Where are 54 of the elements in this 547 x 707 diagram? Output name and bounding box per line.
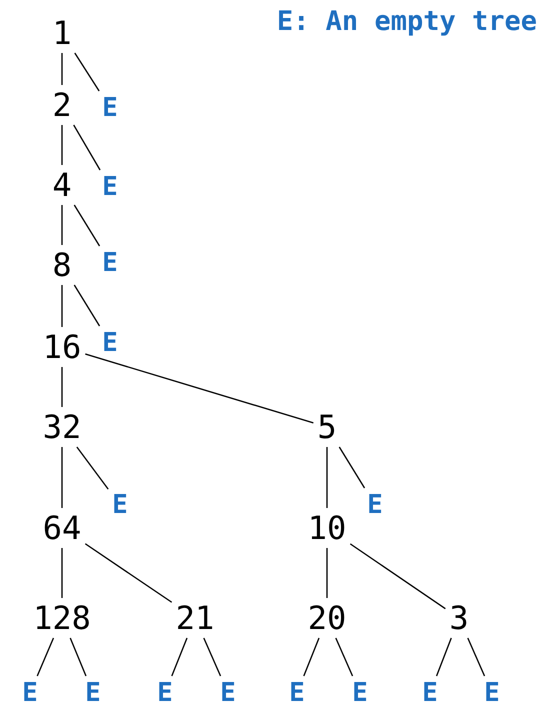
tree-node-value: 20 <box>308 602 346 634</box>
tree-branch <box>76 446 109 490</box>
empty-tree-marker: E <box>112 492 128 518</box>
tree-branch <box>326 447 328 508</box>
tree-branch <box>303 638 320 676</box>
tree-node-value: 5 <box>317 411 337 443</box>
tree-branch <box>74 284 100 326</box>
tree-branch <box>61 125 63 165</box>
empty-tree-marker: E <box>220 680 236 706</box>
tree-node-value: 64 <box>42 512 82 544</box>
tree-branch <box>326 548 328 598</box>
empty-tree-marker: E <box>367 492 383 518</box>
tree-branch <box>171 638 188 676</box>
tree-node-value: 21 <box>176 602 214 634</box>
tree-node-value: 2 <box>52 89 72 121</box>
empty-tree-marker: E <box>484 680 500 706</box>
empty-tree-marker: E <box>102 174 118 200</box>
legend-note: E: An empty tree <box>276 8 537 35</box>
empty-tree-marker: E <box>289 680 305 706</box>
tree-branch <box>335 638 354 676</box>
tree-branch <box>61 548 63 598</box>
tree-branch <box>74 204 100 246</box>
empty-tree-marker: E <box>22 680 38 706</box>
empty-tree-marker: E <box>422 680 438 706</box>
tree-branch <box>61 447 63 508</box>
tree-node-value: 3 <box>449 602 469 634</box>
tree-node-value: 16 <box>42 331 82 363</box>
tree-branch <box>203 638 222 676</box>
tree-branch <box>61 205 63 245</box>
tree-branch <box>73 124 101 170</box>
tree-branch <box>338 446 366 488</box>
tree-node-value: 32 <box>42 411 82 443</box>
tree-branch <box>61 367 63 407</box>
tree-branch <box>74 52 100 92</box>
tree-branch <box>436 638 452 676</box>
tree-branch <box>61 53 63 85</box>
empty-tree-marker: E <box>157 680 173 706</box>
tree-branch <box>70 638 87 676</box>
tree-node-value: 10 <box>308 512 346 544</box>
empty-tree-marker: E <box>102 95 118 121</box>
tree-branch <box>36 638 54 676</box>
tree-node-value: 128 <box>33 602 91 634</box>
tree-node-value: 4 <box>52 169 72 201</box>
empty-tree-marker: E <box>352 680 368 706</box>
tree-branch <box>84 543 172 603</box>
empty-tree-marker: E <box>102 330 118 356</box>
tree-node-value: 8 <box>52 249 72 281</box>
empty-tree-marker: E <box>85 680 101 706</box>
tree-node-value: 1 <box>52 17 72 49</box>
empty-tree-marker: E <box>102 250 118 276</box>
tree-branch <box>467 638 486 676</box>
tree-branch <box>350 543 446 610</box>
tree-branch <box>85 353 314 424</box>
tree-branch <box>61 285 63 327</box>
